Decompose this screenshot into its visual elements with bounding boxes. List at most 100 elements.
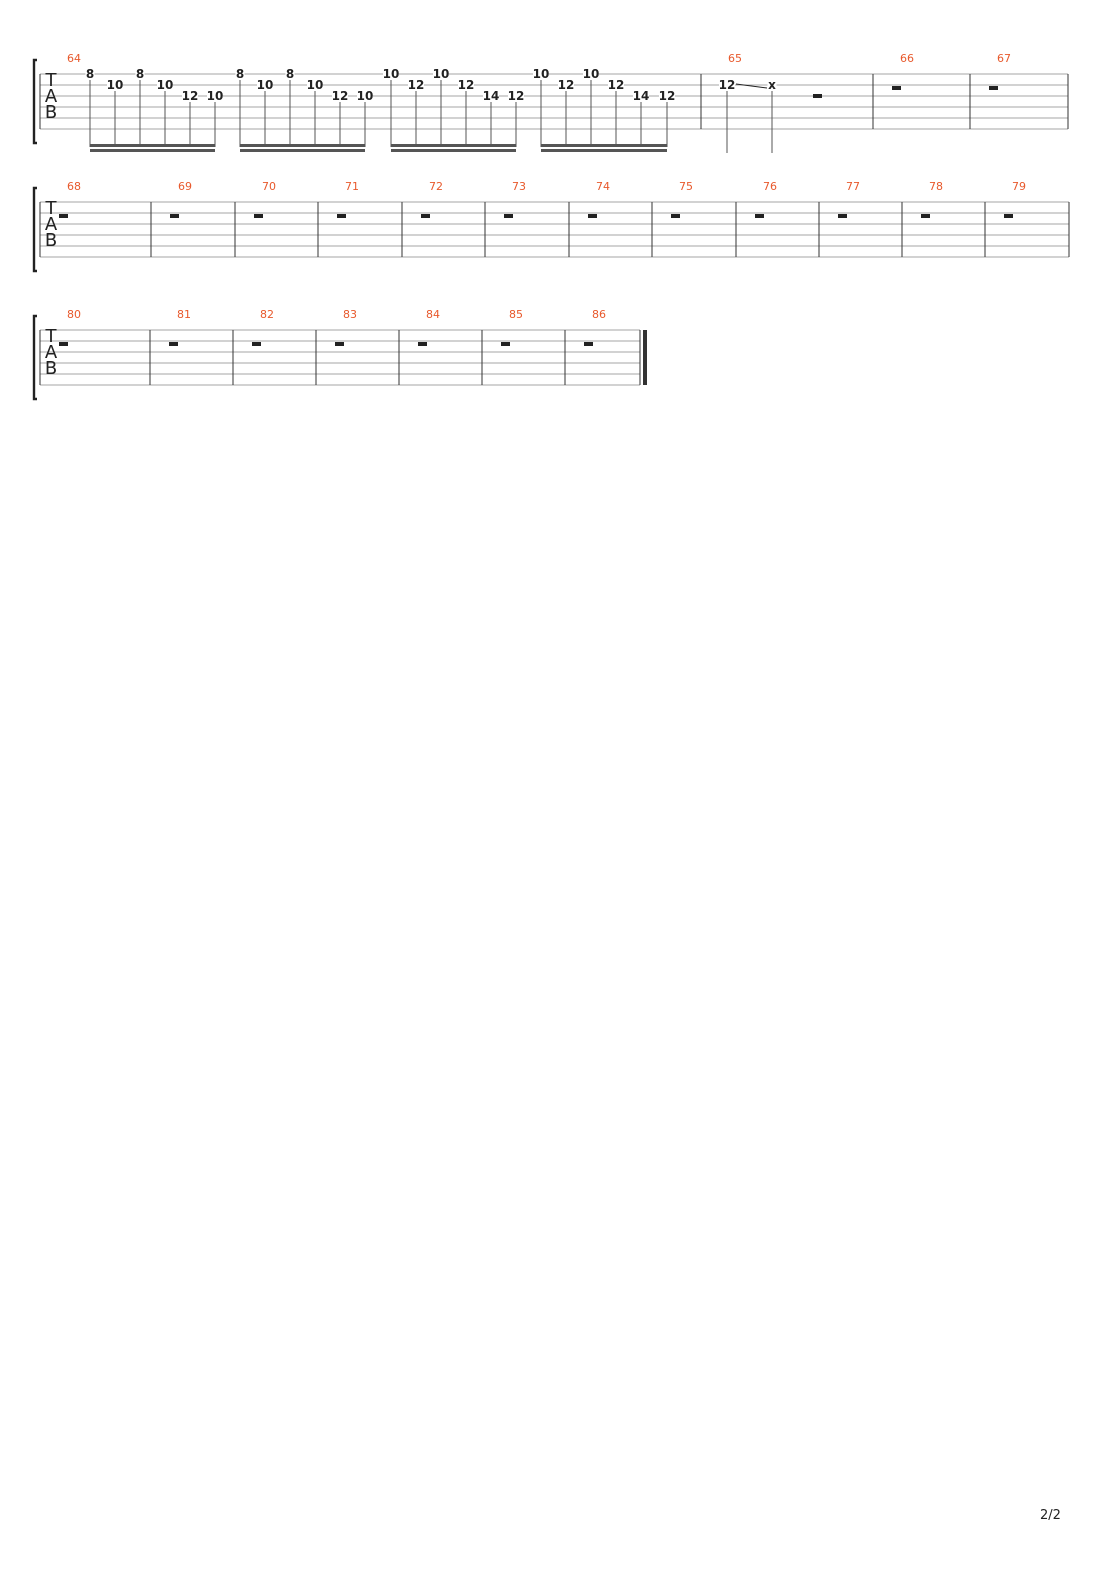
beam-primary — [90, 144, 215, 147]
fret-bg — [433, 68, 449, 79]
measure-number: 76 — [763, 180, 777, 193]
fret-bg — [135, 68, 145, 79]
whole-rest — [170, 214, 179, 218]
measure-number: 82 — [260, 308, 274, 321]
fret-bg — [583, 68, 599, 79]
fret-number: 10 — [307, 78, 324, 92]
whole-rest — [418, 342, 427, 346]
whole-rest — [1004, 214, 1013, 218]
fret-bg — [408, 79, 424, 90]
whole-rest — [892, 86, 901, 90]
whole-rest — [838, 214, 847, 218]
whole-rest — [169, 342, 178, 346]
fret-bg — [483, 90, 499, 101]
tab-clef-letter: A — [45, 214, 58, 235]
fret-number: 12 — [659, 89, 676, 103]
whole-rest — [671, 214, 680, 218]
fret-number: 12 — [558, 78, 575, 92]
whole-rest — [421, 214, 430, 218]
beam-secondary — [240, 149, 365, 152]
fret-number: 10 — [433, 67, 450, 81]
fret-bg — [558, 79, 574, 90]
fret-number: 12 — [508, 89, 525, 103]
whole-rest — [921, 214, 930, 218]
measure-number: 66 — [900, 52, 914, 65]
whole-rest — [584, 342, 593, 346]
whole-rest — [59, 214, 68, 218]
fret-bg — [207, 90, 223, 101]
fret-bg — [107, 79, 123, 90]
measure-number: 80 — [67, 308, 81, 321]
whole-rest — [252, 342, 261, 346]
fret-bg — [182, 90, 198, 101]
measure-number: 79 — [1012, 180, 1026, 193]
measure-number: 64 — [67, 52, 81, 65]
measure-number: 71 — [345, 180, 359, 193]
whole-rest — [59, 342, 68, 346]
measure-number: 78 — [929, 180, 943, 193]
beam-primary — [541, 144, 667, 147]
measure-number: 70 — [262, 180, 276, 193]
whole-rest — [337, 214, 346, 218]
measure-number: 77 — [846, 180, 860, 193]
measure-number: 86 — [592, 308, 606, 321]
measure-number: 85 — [509, 308, 523, 321]
fret-number: 14 — [483, 89, 500, 103]
measure-number: 65 — [728, 52, 742, 65]
tab-clef-letter: T — [45, 198, 58, 219]
measure-number: 68 — [67, 180, 81, 193]
fret-number: 10 — [157, 78, 174, 92]
beam-primary — [240, 144, 365, 147]
beam-secondary — [391, 149, 516, 152]
tab-clef-letter: A — [45, 342, 58, 363]
fret-bg — [307, 79, 323, 90]
system-bracket — [32, 314, 37, 401]
whole-rest — [501, 342, 510, 346]
fret-bg — [659, 90, 675, 101]
fret-number: 12 — [458, 78, 475, 92]
tab-clef-letter: B — [45, 358, 57, 379]
measure-number: 69 — [178, 180, 192, 193]
fret-number: 10 — [583, 67, 600, 81]
system-bracket — [32, 186, 37, 273]
fret-bg — [285, 68, 295, 79]
whole-rest — [989, 86, 998, 90]
beam-secondary — [541, 149, 667, 152]
fret-bg — [332, 90, 348, 101]
fret-number: 8 — [136, 67, 144, 81]
fret-bg — [719, 79, 735, 90]
tab-clef-letter: B — [45, 230, 57, 251]
whole-rest — [254, 214, 263, 218]
fret-number: 10 — [383, 67, 400, 81]
whole-rest — [755, 214, 764, 218]
fret-bg — [508, 90, 524, 101]
fret-number: 12 — [719, 78, 736, 92]
fret-bg — [533, 68, 549, 79]
measure-number: 75 — [679, 180, 693, 193]
system-bracket — [32, 58, 37, 145]
beam-primary — [391, 144, 516, 147]
fret-bg — [257, 79, 273, 90]
fret-bg — [85, 68, 95, 79]
fret-bg — [383, 68, 399, 79]
fret-bg — [608, 79, 624, 90]
fret-bg — [157, 79, 173, 90]
tab-clef-letter: B — [45, 102, 57, 123]
measure-number: 73 — [512, 180, 526, 193]
fret-bg — [767, 79, 777, 90]
beam-secondary — [90, 149, 215, 152]
fret-bg — [235, 68, 245, 79]
final-barline-thick — [643, 330, 647, 385]
page-number: 2/2 — [1040, 1508, 1061, 1523]
tab-clef-letter: T — [45, 70, 58, 91]
tab-clef-letter: T — [45, 326, 58, 347]
measure-number: 67 — [997, 52, 1011, 65]
fret-number: 10 — [107, 78, 124, 92]
measure-number: 74 — [596, 180, 610, 193]
measure-number: 84 — [426, 308, 440, 321]
measure-number: 81 — [177, 308, 191, 321]
fret-number: 8 — [86, 67, 94, 81]
fret-bg — [357, 90, 373, 101]
tab-clef-letter: A — [45, 86, 58, 107]
